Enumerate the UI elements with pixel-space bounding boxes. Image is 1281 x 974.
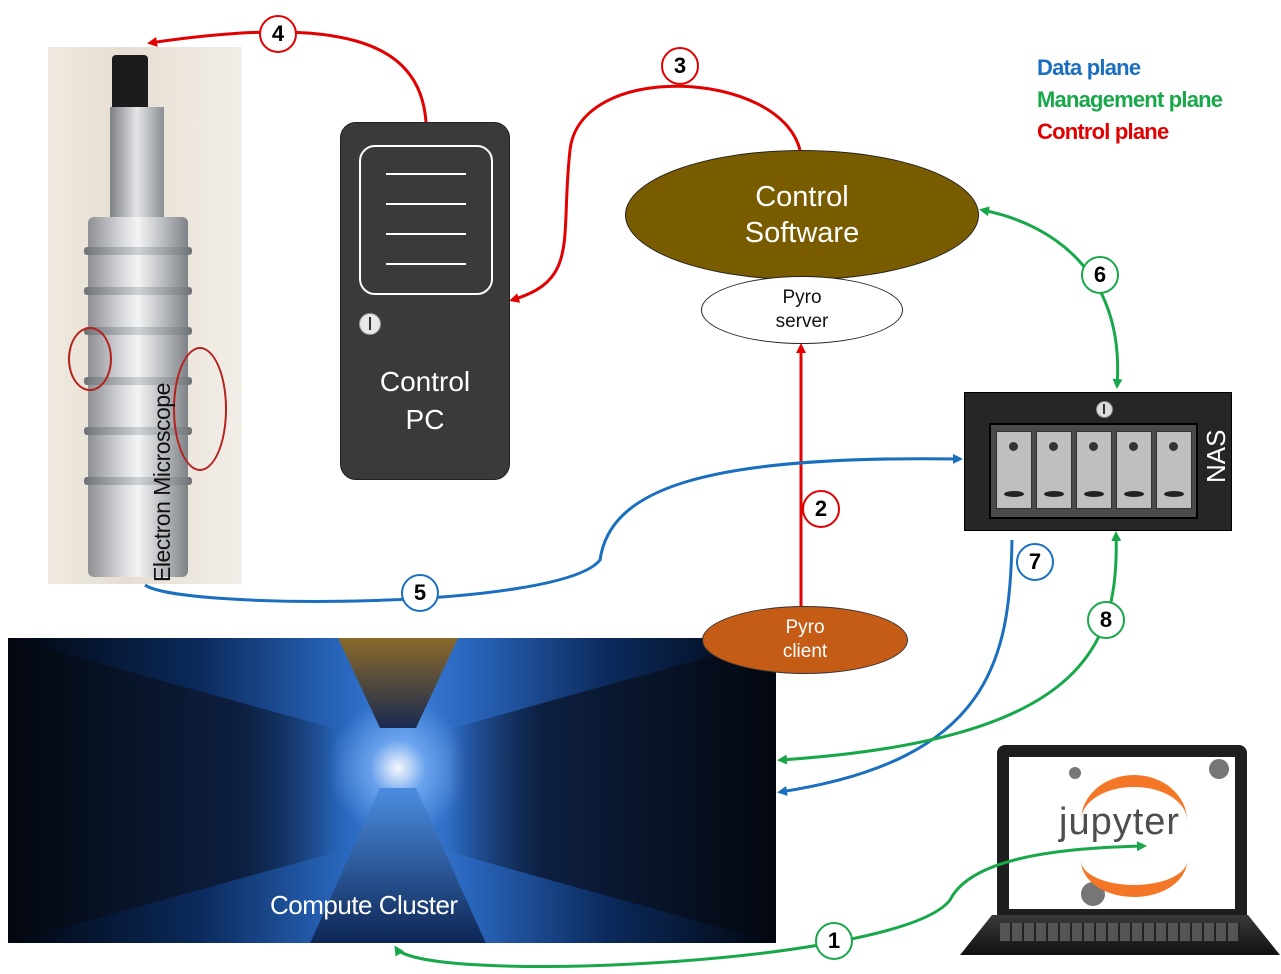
microscope-ring bbox=[84, 477, 192, 485]
step-badge-5: 5 bbox=[401, 574, 439, 612]
pc-display-icon bbox=[359, 145, 493, 295]
microscope-ring bbox=[84, 377, 192, 385]
arrow-7-data bbox=[777, 539, 1014, 796]
step-badge-6: 6 bbox=[1081, 256, 1119, 294]
step-badge-4: 4 bbox=[259, 15, 297, 53]
arrow-5-data bbox=[144, 453, 963, 603]
pyro-server-label: server bbox=[775, 311, 829, 332]
step-badge-1: 1 bbox=[815, 922, 853, 960]
microscope-column bbox=[88, 217, 188, 577]
nas-device: NAS bbox=[964, 392, 1232, 531]
electron-microscope-image: Electron Microscope bbox=[48, 47, 242, 584]
control-software-node: Control Software bbox=[625, 150, 979, 280]
legend-management-plane: Management plane bbox=[1037, 87, 1223, 112]
microscope-gun-cap bbox=[112, 55, 148, 115]
drive-bay bbox=[1156, 431, 1192, 509]
control-pc: Control PC bbox=[340, 122, 510, 480]
power-icon bbox=[359, 313, 381, 335]
jupyter-logo-dot bbox=[1069, 767, 1081, 779]
drive-bay bbox=[1116, 431, 1152, 509]
microscope-ring bbox=[84, 327, 192, 335]
control-pc-label: Control PC bbox=[379, 366, 471, 435]
step-badge-8: 8 bbox=[1087, 601, 1125, 639]
legend-data-plane: Data plane bbox=[1037, 55, 1141, 80]
arrow-4-control bbox=[147, 30, 428, 123]
step-badge-3: 3 bbox=[661, 47, 699, 85]
jupyter-logo-text: jupyter bbox=[1059, 801, 1181, 843]
drive-bay bbox=[1076, 431, 1112, 509]
power-icon bbox=[1096, 401, 1113, 418]
microscope-ring bbox=[84, 247, 192, 255]
drive-bay bbox=[1036, 431, 1072, 509]
step-badge-2: 2 bbox=[802, 490, 840, 528]
legend-control-plane: Control plane bbox=[1037, 119, 1169, 144]
arrow-6-management bbox=[979, 206, 1123, 389]
microscope-ring bbox=[84, 427, 192, 435]
microscope-upper-column bbox=[110, 107, 164, 227]
microscope-cable bbox=[173, 347, 227, 471]
pyro-server-node: Pyro server bbox=[701, 276, 903, 344]
drive-bay bbox=[996, 431, 1032, 509]
control-software-label: Software bbox=[744, 217, 860, 249]
pyro-server-label: Pyro bbox=[782, 287, 822, 308]
step-badge-7: 7 bbox=[1016, 543, 1054, 581]
arrow-1-management bbox=[394, 841, 1147, 968]
microscope-cable bbox=[68, 327, 112, 391]
jupyter-logo-dot bbox=[1209, 759, 1229, 779]
arrow-8-management bbox=[777, 531, 1122, 765]
microscope-ring bbox=[84, 287, 192, 295]
control-software-label: Control bbox=[755, 181, 849, 213]
arrow-3-control bbox=[509, 84, 802, 303]
legend: Data plane Management plane Control plan… bbox=[1037, 52, 1223, 148]
